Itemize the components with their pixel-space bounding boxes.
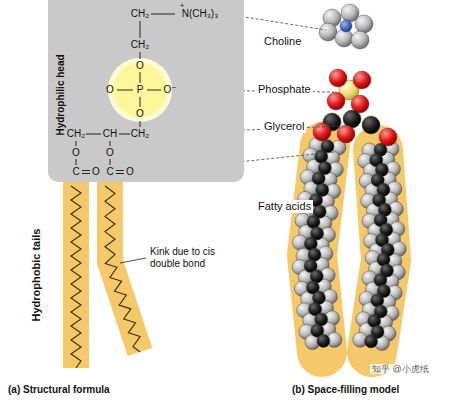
formula-atom: O — [126, 166, 134, 178]
figure-caption: (b) Space-filling model — [292, 384, 399, 396]
chemical-bond — [82, 170, 90, 171]
tail-band — [63, 182, 89, 368]
watermark: 知乎 @小虎纸 — [370, 364, 431, 374]
chemical-bond — [82, 173, 90, 174]
chemical-bond — [117, 90, 133, 91]
chemical-bond — [86, 134, 101, 135]
atom-sphere — [315, 313, 328, 326]
formula-atom: N(CH₃)₃ — [182, 8, 218, 20]
formula-atom: O — [136, 60, 144, 72]
formula-atom: CH₂ — [131, 39, 149, 51]
atom-sphere — [307, 216, 320, 229]
chemical-bond — [140, 121, 141, 127]
structural-tails — [71, 182, 140, 368]
atom-sphere — [379, 128, 397, 146]
chemical-bond — [110, 141, 111, 146]
chemical-bond — [110, 159, 111, 165]
part-label: Phosphate — [256, 83, 313, 96]
formula-atom: O — [92, 166, 100, 178]
part-label: Choline — [262, 35, 303, 48]
space-filling-model — [292, 4, 406, 352]
chemical-bond — [76, 159, 77, 165]
formula-atom: CH — [103, 128, 117, 140]
region-label: Hydrophobic tails — [30, 229, 43, 322]
formula-atom: CH₂ — [131, 8, 149, 20]
chemical-bond — [140, 52, 141, 59]
chemical-bond — [140, 72, 141, 83]
atom-sphere — [308, 248, 321, 261]
formula-atom: C — [106, 166, 113, 178]
formula-atom: CH₂ — [67, 128, 85, 140]
atom-sphere — [312, 291, 325, 304]
formula-atom: O — [106, 84, 114, 96]
chemical-bond — [151, 14, 175, 15]
phosphate-glow — [108, 58, 172, 122]
atom-sphere — [313, 123, 331, 141]
chemical-bond — [140, 21, 141, 38]
carbon-chain — [71, 186, 81, 368]
formula-atom: C — [72, 166, 79, 178]
atom-sphere — [315, 150, 328, 163]
formula-atom: P — [137, 84, 144, 96]
atom-sphere — [337, 125, 355, 143]
formula-atom: O — [136, 108, 144, 120]
formula-atom: O — [72, 147, 80, 159]
chemical-bond — [116, 170, 124, 171]
chemical-bond — [76, 141, 77, 146]
chemical-bond — [116, 173, 124, 174]
formula-atom: O — [106, 147, 114, 159]
atom-sphere — [319, 23, 337, 41]
atom-sphere — [317, 334, 330, 347]
chemical-bond — [147, 90, 161, 91]
callout-note: Kink due to cis double bond — [150, 246, 234, 269]
atom-sphere — [340, 20, 352, 32]
formula-atom: CH₂ — [131, 128, 149, 140]
atom-sphere — [355, 15, 373, 33]
part-label: Fatty acids — [256, 200, 313, 213]
atom-sphere — [362, 116, 380, 134]
atom-sphere — [353, 71, 371, 89]
atom-sphere — [365, 335, 378, 348]
kink-leader — [120, 258, 146, 263]
formula-atom: O⁻ — [163, 84, 176, 96]
chemical-bond — [119, 134, 130, 135]
atom-sphere — [312, 172, 325, 185]
atom-sphere — [329, 69, 347, 87]
atom-sphere — [327, 92, 345, 110]
region-label: Hydrophilic head — [55, 54, 66, 135]
figure-caption: (a) Structural formula — [8, 384, 110, 396]
chemical-bond — [140, 97, 141, 107]
part-label: Glycerol — [262, 120, 306, 133]
atom-sphere — [351, 31, 369, 49]
atom-sphere — [310, 270, 323, 283]
carbon-chain — [105, 186, 140, 352]
